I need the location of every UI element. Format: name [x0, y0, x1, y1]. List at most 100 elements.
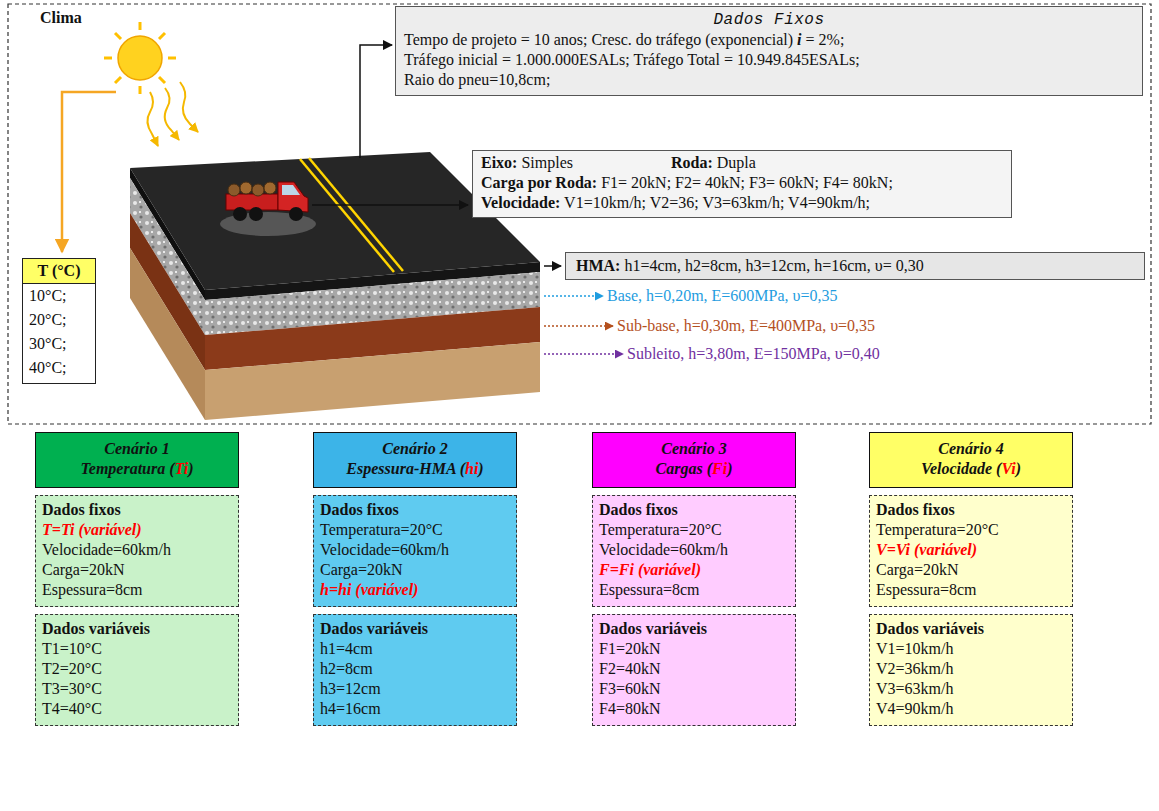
text-run: Dados Fixos	[713, 11, 824, 29]
box-text: 40°C;	[23, 356, 95, 380]
text-run: Dados variáveis	[599, 620, 707, 637]
text-run: F3=60kN	[599, 680, 660, 697]
text-run: Raio do pneu=10,8cm;	[404, 71, 550, 88]
scenario-header: Cenário 3Cargas (Fi)	[592, 432, 796, 488]
text-run: = 2%;	[802, 31, 845, 48]
box-text: Velocidade (Vi)	[874, 459, 1068, 479]
text-run: HMA:	[576, 257, 620, 274]
box-text: F4=80kN	[599, 699, 789, 719]
fixed-data-box: Dados fixosTemperatura=20°CVelocidade=60…	[592, 495, 796, 607]
box-heading: Dados fixos	[599, 500, 789, 520]
fixed-data-box: Dados fixosTemperatura=20°CV=Vi (variáve…	[869, 495, 1073, 607]
box-heading: Cenário 2	[318, 439, 512, 459]
text-run: V2=36km/h	[876, 660, 953, 677]
box-text: h=hi (variável)	[320, 580, 510, 600]
box-heading: Dados variáveis	[320, 619, 510, 639]
text-run: F1= 20kN; F2= 40kN; F3= 60kN; F4= 80kN;	[597, 174, 893, 191]
box-text: V4=90km/h	[876, 699, 1066, 719]
text-run: F=Fi (variável)	[599, 561, 701, 578]
layer-label: Subleito, h=3,80m, E=150MPa, υ=0,40	[627, 344, 880, 364]
text-run: V=Vi (variável)	[876, 541, 977, 558]
text-run: Velocidade=60km/h	[599, 541, 728, 558]
box-text: V3=63km/h	[876, 679, 1066, 699]
box-text: Espessura=8cm	[876, 580, 1066, 600]
text-run: V1=10km/h	[876, 640, 953, 657]
text-run: Dados fixos	[876, 501, 955, 518]
heat-arrows-part	[180, 82, 198, 132]
layer-leaders	[544, 296, 623, 354]
box-text: F1=20kN	[599, 639, 789, 659]
text-run: Espessura-HMA (	[346, 460, 465, 477]
text-run: Temperatura=20°C	[320, 521, 443, 538]
text-run: Carga=20kN	[42, 561, 125, 578]
text-run: Velocidade=60km/h	[320, 541, 449, 558]
frame-border	[8, 4, 1151, 424]
box-text: 30°C;	[23, 332, 95, 356]
sun-symbol-part-part	[159, 33, 165, 39]
box-heading: Cenário 4	[874, 439, 1068, 459]
text-run: Dados variáveis	[876, 620, 984, 637]
text-run: Simples	[517, 154, 573, 171]
text-run: Dados variáveis	[42, 620, 150, 637]
box-heading: Dados fixos	[876, 500, 1066, 520]
box-text: 20°C;	[23, 308, 95, 332]
text-run: h2=8cm	[320, 660, 373, 677]
box-text: Tempo de projeto = 10 anos; Cresc. do tr…	[404, 30, 1134, 50]
box-text: Cargas (Fi)	[597, 459, 791, 479]
box-text: Carga=20kN	[42, 560, 232, 580]
box-text: h1=4cm	[320, 639, 510, 659]
temperature-box: T (°C)10°C;20°C;30°C;40°C;	[22, 258, 96, 384]
box-text: V=Vi (variável)	[876, 540, 1066, 560]
pavement-block-part	[300, 159, 394, 272]
text-run: Espessura=8cm	[42, 581, 143, 598]
pavement-block-part	[130, 248, 205, 420]
heat-arrows-part	[147, 92, 158, 146]
text-run: F1=20kN	[599, 640, 660, 657]
text-run: )	[727, 460, 732, 477]
text-run: Velocidade=60km/h	[42, 541, 171, 558]
box-text: F=Fi (variável)	[599, 560, 789, 580]
text-run: T1=10°C	[42, 640, 102, 657]
layer-leaders-part	[544, 325, 613, 327]
text-run: Cenário 1	[104, 440, 169, 457]
box-text: Temperatura=20°C	[876, 520, 1066, 540]
text-run: h3=12cm	[320, 680, 381, 697]
text-run: 10°C;	[29, 287, 67, 304]
text-run: Cargas (	[656, 460, 712, 477]
text-run: F2=40kN	[599, 660, 660, 677]
text-run: Dupla	[713, 154, 756, 171]
text-run: h=hi (variável)	[320, 581, 418, 598]
text-run: T3=30°C	[42, 680, 102, 697]
text-run: i	[797, 31, 801, 48]
scenario-header: Cenário 1Temperatura (Ti)	[35, 432, 239, 488]
sun-symbol-part	[118, 36, 162, 80]
truck-symbol-part	[289, 207, 303, 221]
leader-arrows-part	[360, 45, 392, 158]
box-text: F2=40kN	[599, 659, 789, 679]
text-run: F4=80kN	[599, 700, 660, 717]
pavement-block-part	[309, 158, 403, 271]
box-text: 10°C;	[23, 284, 95, 308]
text-run: V4=90km/h	[876, 700, 953, 717]
text-run: V3=63km/h	[876, 680, 953, 697]
sun-symbol-part-part	[159, 77, 165, 83]
box-text: h3=12cm	[320, 679, 510, 699]
text-run: Roda:	[671, 154, 713, 171]
pavement-block-part	[205, 342, 540, 420]
text-run: Velocidade:	[481, 194, 560, 211]
box-text: F3=60kN	[599, 679, 789, 699]
box-text: V2=36km/h	[876, 659, 1066, 679]
box-text: T1=10°C	[42, 639, 232, 659]
text-run: )	[188, 460, 193, 477]
box-heading: Dados variáveis	[42, 619, 232, 639]
sun-symbol-part-part	[115, 77, 121, 83]
variable-data-box: Dados variáveish1=4cmh2=8cm h3=12cm h4=16c…	[313, 614, 517, 726]
box-heading: Dados fixos	[320, 500, 510, 520]
box-text: T2=20°C	[42, 659, 232, 679]
text-run: h4=16cm	[320, 700, 381, 717]
box-text: Espessura=8cm	[42, 580, 232, 600]
text-run: Vi	[1001, 460, 1015, 477]
sun-symbol-part-part	[139, 86, 142, 94]
heat-arrows-part	[165, 88, 179, 140]
variable-data-box: Dados variáveisF1=20kN F2=40kN F3=60kN F4=8…	[592, 614, 796, 726]
